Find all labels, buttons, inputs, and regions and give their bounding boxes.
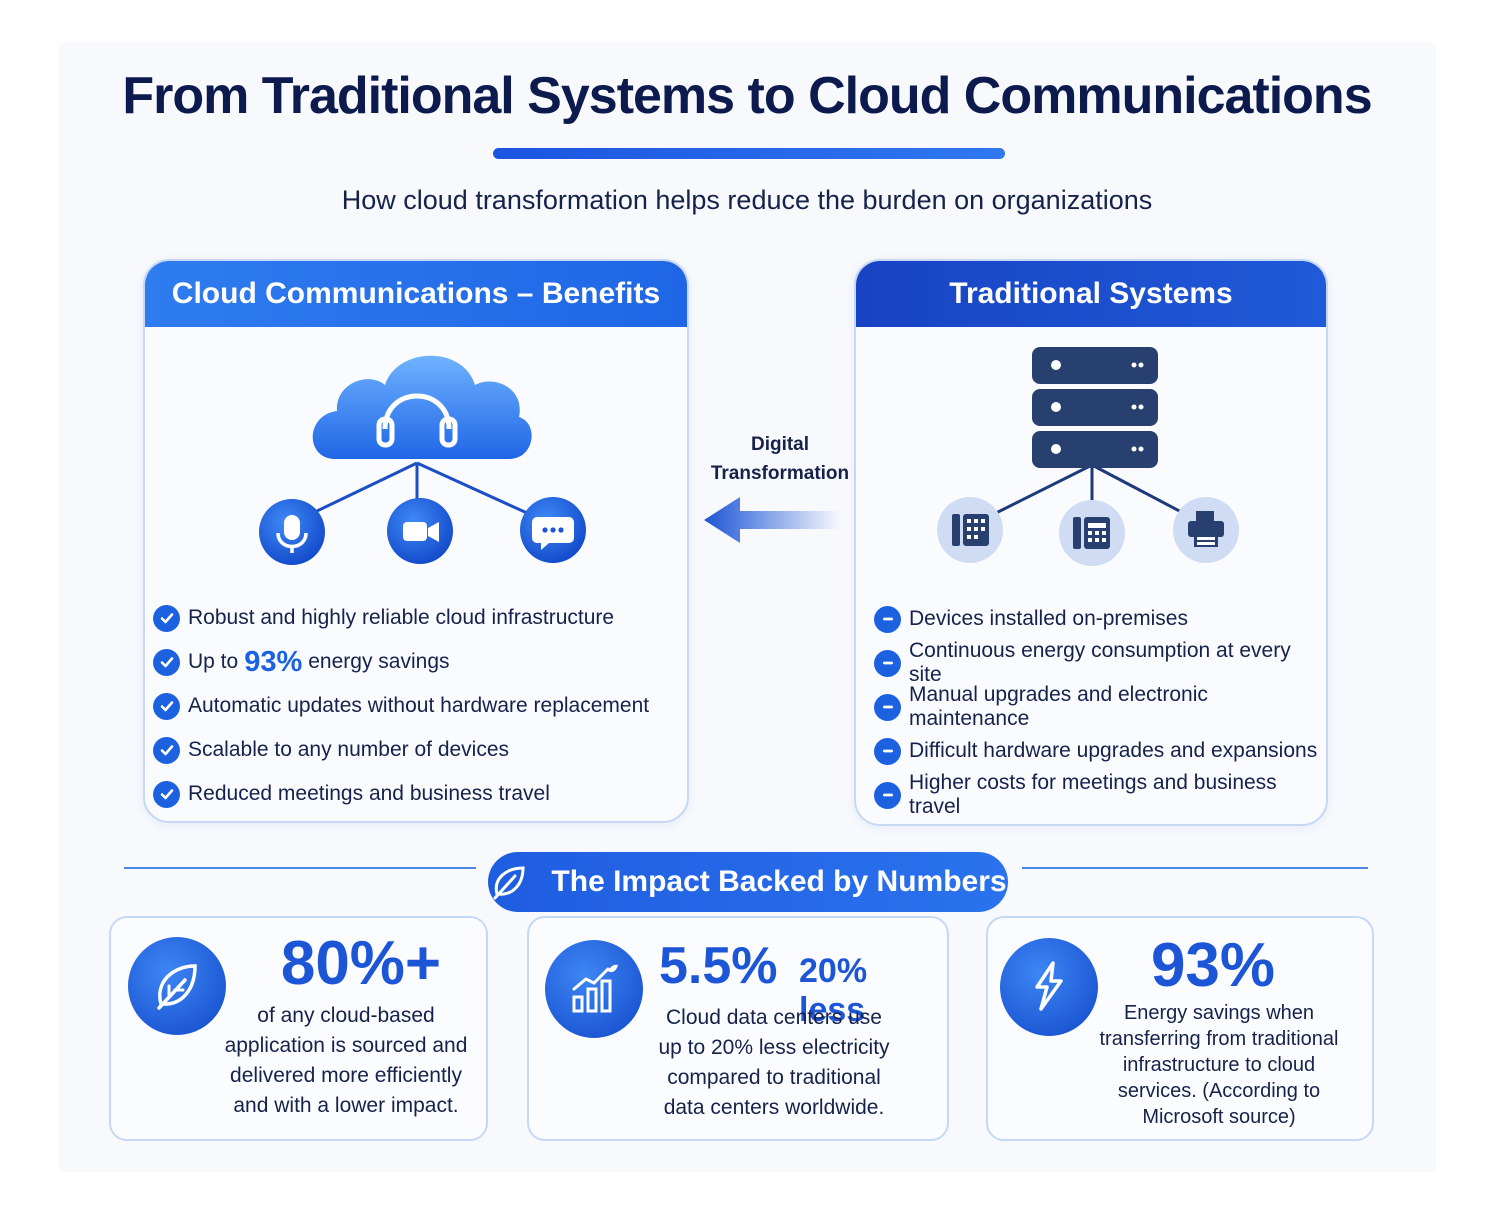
stat-description-line: delivered more efficiently: [230, 1064, 462, 1087]
traditional-systems-heading: Traditional Systems: [856, 261, 1326, 327]
cloud-icon: [312, 355, 532, 459]
list-item-text: Devices installed on-premises: [909, 607, 1188, 630]
list-item-text: Automatic updates without hardware repla…: [188, 694, 650, 717]
stat-description-line: up to 20% less electricity: [658, 1036, 890, 1059]
stat-description-line: and with a lower impact.: [233, 1094, 459, 1117]
stat-description: of any cloud-based application is source…: [211, 1001, 481, 1121]
list-item-text: Manual upgrades and electronic maintenan…: [909, 683, 1208, 730]
traditional-systems-panel: Traditional Systems: [854, 259, 1328, 826]
list-item: Devices installed on-premises: [874, 597, 1326, 641]
stat-card-datacenters: 5.5% 20% less Cloud data centers use up …: [527, 916, 949, 1141]
transformation-label-line2: Transformation: [710, 463, 850, 484]
list-item: Up to 93% energy savings: [153, 640, 649, 684]
minus-icon: [874, 693, 901, 721]
minus-icon: [874, 781, 901, 809]
page-subtitle: How cloud transformation helps reduce th…: [341, 185, 1153, 215]
stat-description-line: application is sourced and: [224, 1034, 468, 1057]
stat-value: 5.5%: [659, 937, 778, 995]
list-item: Automatic updates without hardware repla…: [153, 684, 649, 728]
stat-card-efficiency: 80%+ of any cloud-based application is s…: [109, 916, 488, 1141]
fax-printer-icon: [1173, 497, 1239, 563]
minus-icon: [874, 649, 901, 677]
list-item: Higher costs for meetings and business t…: [874, 771, 1326, 818]
list-item-prefix: Up to: [188, 650, 239, 673]
cloud-benefits-heading: Cloud Communications – Benefits: [145, 261, 687, 327]
list-item-text: Higher costs for meetings and business t…: [909, 771, 1277, 818]
minus-icon: [874, 605, 901, 633]
benefits-list: Robust and highly reliable cloud infrast…: [153, 596, 649, 816]
impact-heading-pill: The Impact Backed by Numbers: [488, 852, 1008, 912]
stat-description-line: services. (According to: [1117, 1080, 1321, 1102]
left-arrow-icon: [704, 497, 840, 543]
divider-left: [124, 867, 476, 869]
list-item-text: Difficult hardware upgrades and expansio…: [909, 739, 1318, 762]
title-underline: [493, 148, 1005, 159]
lightning-leaf-icon: [1000, 938, 1098, 1036]
list-item-text: Reduced meetings and business travel: [188, 782, 550, 805]
cloud-benefits-panel: Cloud Communications – Benefits: [143, 259, 689, 823]
stat-description-line: transferring from traditional: [1099, 1028, 1339, 1050]
stat-description-line: Energy savings when: [1123, 1002, 1315, 1024]
list-item: Robust and highly reliable cloud infrast…: [153, 596, 649, 640]
traditional-drawbacks-list: Devices installed on-premises Continuous…: [874, 597, 1326, 818]
stat-value: 80%+: [280, 929, 442, 998]
list-item: Continuous energy consumption at every s…: [874, 639, 1326, 686]
energy-savings-highlight: 93%: [244, 645, 303, 678]
list-item: Reduced meetings and business travel: [153, 772, 649, 816]
stat-description: Cloud data centers use up to 20% less el…: [639, 1003, 909, 1123]
list-item: Manual upgrades and electronic maintenan…: [874, 683, 1326, 730]
chat-bubble-icon: [520, 497, 586, 563]
list-item: Scalable to any number of devices: [153, 728, 649, 772]
stat-description-line: of any cloud-based: [257, 1004, 435, 1027]
microphone-icon: [259, 499, 325, 565]
desk-phone-icon: [1059, 500, 1125, 566]
stat-card-energy: 93% Energy savings when transferring fro…: [986, 916, 1374, 1141]
stat-description-line: Cloud data centers use: [666, 1006, 882, 1029]
desk-phone-icon: [937, 497, 1003, 563]
leaf-icon: [128, 937, 226, 1035]
transformation-label: Digital Transformation: [700, 430, 860, 488]
stat-description-line: Microsoft source): [1142, 1106, 1296, 1128]
stat-description-line: infrastructure to cloud: [1122, 1054, 1316, 1076]
check-icon: [153, 604, 180, 632]
stat-description: Energy savings when transferring from tr…: [1084, 1000, 1354, 1130]
transformation-label-line1: Digital: [750, 434, 810, 455]
video-camera-icon: [387, 498, 453, 564]
list-item-text: Continuous energy consumption at every s…: [909, 639, 1291, 686]
stat-value: 93%: [1150, 931, 1276, 1000]
leaf-icon: [493, 866, 525, 900]
server-network-illustration: [937, 347, 1239, 566]
server-rack-icon: [1032, 347, 1158, 468]
cloud-network-illustration: [259, 355, 586, 565]
check-icon: [153, 692, 180, 720]
page-title: From Traditional Systems to Cloud Commun…: [122, 67, 1372, 125]
growth-chart-icon: [545, 940, 643, 1038]
stat-description-line: compared to traditional: [667, 1066, 881, 1089]
list-item: Difficult hardware upgrades and expansio…: [874, 729, 1326, 773]
list-item-text: Scalable to any number of devices: [188, 738, 510, 761]
impact-heading: The Impact Backed by Numbers: [551, 865, 1007, 898]
stat-description-line: data centers worldwide.: [663, 1096, 885, 1119]
divider-right: [1022, 867, 1368, 869]
check-icon: [153, 780, 180, 808]
headset-icon: [376, 393, 458, 448]
list-item-suffix: energy savings: [308, 650, 450, 673]
check-icon: [153, 736, 180, 764]
minus-icon: [874, 737, 901, 765]
list-item-text: Robust and highly reliable cloud infrast…: [188, 606, 615, 629]
check-icon: [153, 648, 180, 676]
stat-value-secondary: 20% less: [799, 952, 868, 1029]
